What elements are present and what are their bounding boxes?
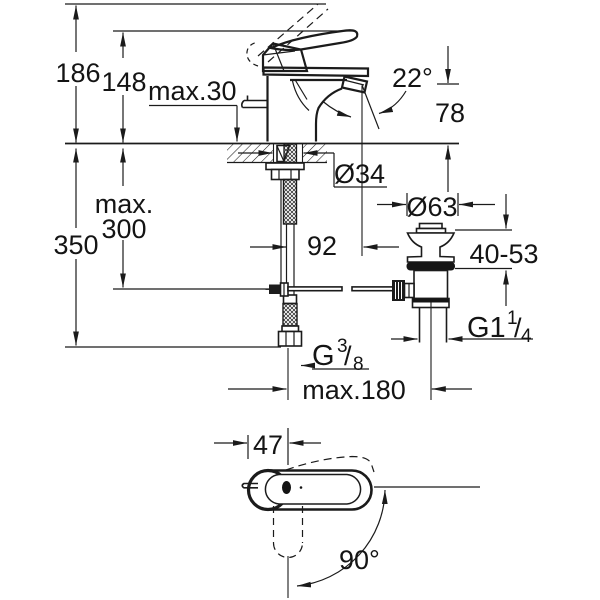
handle-swung-dashed <box>285 455 375 473</box>
top-view-faucet <box>241 455 375 559</box>
pop-up-rod-top <box>241 482 258 489</box>
handle-down-dashed <box>272 542 304 559</box>
supply-connector-nut <box>277 330 303 347</box>
dim-waste-flange-diameter: Ø63 <box>406 192 457 222</box>
faucet-body <box>262 66 370 142</box>
dim-hose-length: 350 <box>53 230 98 260</box>
aerator <box>340 75 369 94</box>
handle-raised-dashed <box>257 3 329 63</box>
dim-max-rod-depth-1: max. <box>95 189 154 219</box>
lever-socket <box>282 481 291 494</box>
waste-thread-slash: / <box>514 313 522 343</box>
leader-22 <box>378 90 407 115</box>
waste-body <box>413 269 449 300</box>
dim-handle-swivel: 90° <box>339 545 380 575</box>
waste-thread-prefix: G1 <box>467 312 506 344</box>
pop-up-knob <box>240 95 268 109</box>
dimension-labels: 186 148 max.30 22° 78 Ø34 max. 300 350 9… <box>53 58 538 575</box>
dim-max-rod-depth-2: 300 <box>101 214 146 244</box>
dim-body-width: 47 <box>253 430 283 460</box>
supply-hose <box>277 178 303 347</box>
dim-waste-thread: G1 1 / 4 <box>467 308 532 347</box>
supply-thread-slash: / <box>344 341 352 371</box>
counter-top <box>227 144 327 163</box>
drain-assembly <box>392 222 456 343</box>
dim-spout-projection: 92 <box>307 231 337 261</box>
supply-thread-denominator: 8 <box>353 354 364 375</box>
extension-lines <box>65 3 512 598</box>
supply-thread-prefix: G <box>312 340 335 372</box>
supply-thread-numerator: 3 <box>337 336 348 357</box>
dim-hole-diameter: Ø34 <box>334 159 385 189</box>
mounting-shank <box>265 143 305 181</box>
waste-thread-denominator: 4 <box>521 326 532 347</box>
waste-gasket <box>406 262 455 271</box>
handle-outline <box>268 469 373 511</box>
dim-total-height: 186 <box>55 58 100 88</box>
dim-max-deck-thickness: max.30 <box>148 76 237 106</box>
side-view-faucet <box>240 3 395 347</box>
waste-thread-numerator: 1 <box>507 308 518 329</box>
lever-handle <box>246 3 359 73</box>
handle-top-face <box>264 473 362 505</box>
waste-flange <box>406 232 456 263</box>
dim-deck-clamp-range: 40-53 <box>469 239 538 269</box>
dim-outlet-height: 78 <box>435 98 465 128</box>
pop-up-rod-linkage <box>265 282 395 297</box>
swivel-arc-90 <box>296 489 388 588</box>
dim-supply-thread: G 3 / 8 <box>312 336 364 375</box>
angle-arc-22 <box>322 101 352 118</box>
dim-spout-height: 148 <box>101 67 146 97</box>
dim-max-hose-offset: max.180 <box>302 375 406 405</box>
dim-stream-angle: 22° <box>392 63 433 93</box>
